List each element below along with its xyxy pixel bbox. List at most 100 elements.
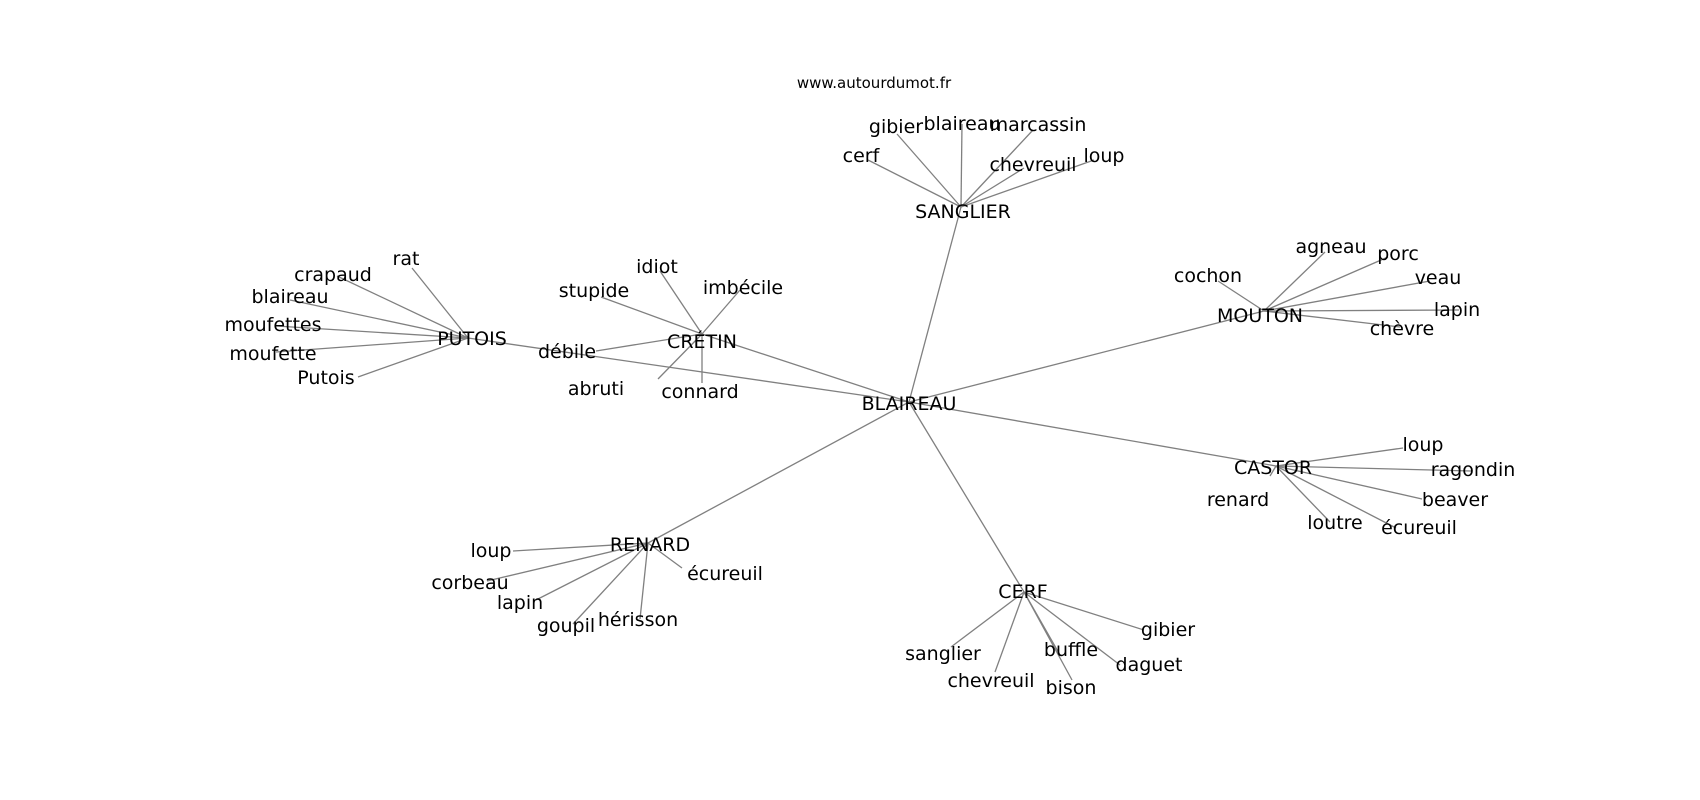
hub-node-label: CERF bbox=[998, 581, 1047, 603]
edge-hub-to-leaf bbox=[960, 159, 1095, 208]
edge-center-to-hub bbox=[908, 206, 962, 403]
edge-hub-to-leaf bbox=[960, 123, 963, 208]
leaf-node-label: porc bbox=[1377, 243, 1419, 265]
edge-hub-to-leaf bbox=[1023, 591, 1073, 681]
leaf-node-label: cerf bbox=[843, 145, 881, 167]
edge-hub-to-leaf bbox=[600, 296, 703, 335]
edge-hub-to-leaf bbox=[336, 275, 469, 339]
edge-hub-to-leaf bbox=[701, 289, 741, 335]
leaf-node-label: blaireau bbox=[923, 113, 1000, 135]
leaf-node-label: lapin bbox=[497, 592, 543, 614]
leaf-node-label: loup bbox=[1083, 145, 1124, 167]
leaf-node-label: ragondin bbox=[1431, 459, 1516, 481]
leaf-node-label: rat bbox=[393, 248, 420, 270]
leaf-node-label: moufette bbox=[229, 343, 316, 365]
edge-hub-to-leaf bbox=[1275, 447, 1404, 467]
edge-hub-to-leaf bbox=[1275, 465, 1472, 472]
leaf-node-label: imbécile bbox=[703, 277, 783, 299]
leaf-node-label: écureuil bbox=[1381, 517, 1457, 539]
edge-center-to-hub bbox=[701, 333, 910, 403]
leaf-node-label: gibier bbox=[869, 116, 923, 138]
edge-hub-to-leaf bbox=[275, 325, 469, 339]
leaf-node-label: gibier bbox=[1141, 619, 1195, 641]
leaf-node-label: chèvre bbox=[1370, 318, 1435, 340]
leaf-node-label: beaver bbox=[1422, 489, 1488, 511]
hub-node-label: RENARD bbox=[610, 534, 690, 556]
watermark: www.autourdumot.fr bbox=[797, 74, 952, 92]
leaf-node-label: renard bbox=[1207, 489, 1269, 511]
leaf-node-label: agneau bbox=[1295, 236, 1366, 258]
leaf-node-label: hérisson bbox=[598, 609, 678, 631]
leaf-node-label: blaireau bbox=[251, 286, 328, 308]
edge-center-to-hub bbox=[467, 337, 910, 403]
leaf-node-label: goupil bbox=[537, 615, 595, 637]
edge-hub-to-leaf bbox=[1263, 280, 1431, 312]
leaf-node-label: veau bbox=[1415, 267, 1462, 289]
leaf-node-label: idiot bbox=[636, 256, 678, 278]
leaf-node-label: lapin bbox=[1434, 299, 1480, 321]
hub-node-label: MOUTON bbox=[1217, 305, 1303, 327]
edge-hub-to-leaf bbox=[659, 270, 703, 335]
node-labels: www.autourdumot.fr BLAIREAU SANGLIER gibie… bbox=[224, 74, 1515, 699]
edge-hub-to-leaf bbox=[535, 542, 649, 601]
edge-hub-to-leaf bbox=[357, 337, 469, 378]
edge-hub-to-leaf bbox=[867, 159, 962, 208]
leaf-node-label: écureuil bbox=[687, 563, 763, 585]
edge-hub-to-leaf bbox=[512, 542, 649, 552]
edge-hub-to-leaf bbox=[639, 542, 649, 620]
leaf-node-label: bison bbox=[1046, 677, 1097, 699]
leaf-node-label: marcassin bbox=[990, 114, 1087, 136]
leaf-node-label: débile bbox=[538, 341, 596, 363]
edge-hub-to-leaf bbox=[289, 299, 469, 339]
edge-hub-to-leaf bbox=[1263, 310, 1401, 328]
edge-hub-to-leaf bbox=[960, 129, 1034, 208]
leaf-node-label: Putois bbox=[297, 367, 354, 389]
edge-hub-to-leaf bbox=[1275, 465, 1423, 500]
edge-hub-to-leaf bbox=[1275, 465, 1397, 529]
edge-hub-to-leaf bbox=[950, 591, 1025, 648]
hub-node-label: SANGLIER bbox=[915, 201, 1011, 223]
edge-hub-to-leaf bbox=[486, 542, 649, 582]
leaf-node-label: loutre bbox=[1307, 512, 1362, 534]
leaf-node-label: cochon bbox=[1174, 265, 1242, 287]
leaf-node-label: crapaud bbox=[294, 264, 372, 286]
edge-hub-to-leaf bbox=[1269, 465, 1277, 477]
hub-node-label: CASTOR bbox=[1234, 457, 1312, 479]
leaf-node-label: corbeau bbox=[431, 572, 508, 594]
leaf-node-label: buffle bbox=[1044, 639, 1098, 661]
edges bbox=[275, 123, 1472, 681]
leaf-node-label: loup bbox=[470, 540, 511, 562]
leaf-node-label: daguet bbox=[1116, 654, 1183, 676]
edge-hub-to-leaf bbox=[275, 337, 469, 353]
edge-hub-to-leaf bbox=[896, 133, 962, 208]
leaf-node-label: loup bbox=[1402, 434, 1443, 456]
leaf-node-label: chevreuil bbox=[989, 154, 1076, 176]
edge-hub-to-leaf bbox=[647, 542, 683, 569]
edge-hub-to-leaf bbox=[657, 333, 703, 380]
leaf-node-label: sanglier bbox=[905, 643, 981, 665]
edge-hub-to-leaf bbox=[411, 267, 469, 339]
edge-hub-to-leaf bbox=[994, 591, 1025, 673]
edge-hub-to-leaf bbox=[1023, 591, 1121, 666]
edge-center-to-hub bbox=[908, 401, 1025, 593]
leaf-node-label: stupide bbox=[559, 280, 629, 302]
leaf-node-label: abruti bbox=[568, 378, 624, 400]
edge-center-to-hub bbox=[908, 310, 1265, 403]
edge-hub-to-leaf bbox=[1275, 465, 1331, 523]
leaf-node-label: moufettes bbox=[224, 314, 321, 336]
leaf-node-label: chevreuil bbox=[947, 670, 1034, 692]
leaf-node-label: connard bbox=[661, 381, 738, 403]
edge-hub-to-leaf bbox=[572, 542, 649, 625]
center-node-label: BLAIREAU bbox=[862, 393, 957, 415]
edge-hub-to-leaf bbox=[1217, 280, 1265, 312]
edge-center-to-hub bbox=[647, 401, 910, 544]
edge-center-to-hub bbox=[908, 401, 1277, 467]
edge-hub-to-leaf bbox=[1263, 256, 1389, 312]
edge-hub-to-leaf bbox=[960, 167, 1025, 208]
edge-hub-to-leaf bbox=[1023, 591, 1145, 631]
edge-hub-to-leaf bbox=[595, 333, 703, 352]
edge-hub-to-leaf bbox=[1263, 309, 1460, 312]
hub-node-label: CRÉTIN bbox=[667, 330, 737, 353]
edge-hub-to-leaf bbox=[1263, 251, 1326, 312]
